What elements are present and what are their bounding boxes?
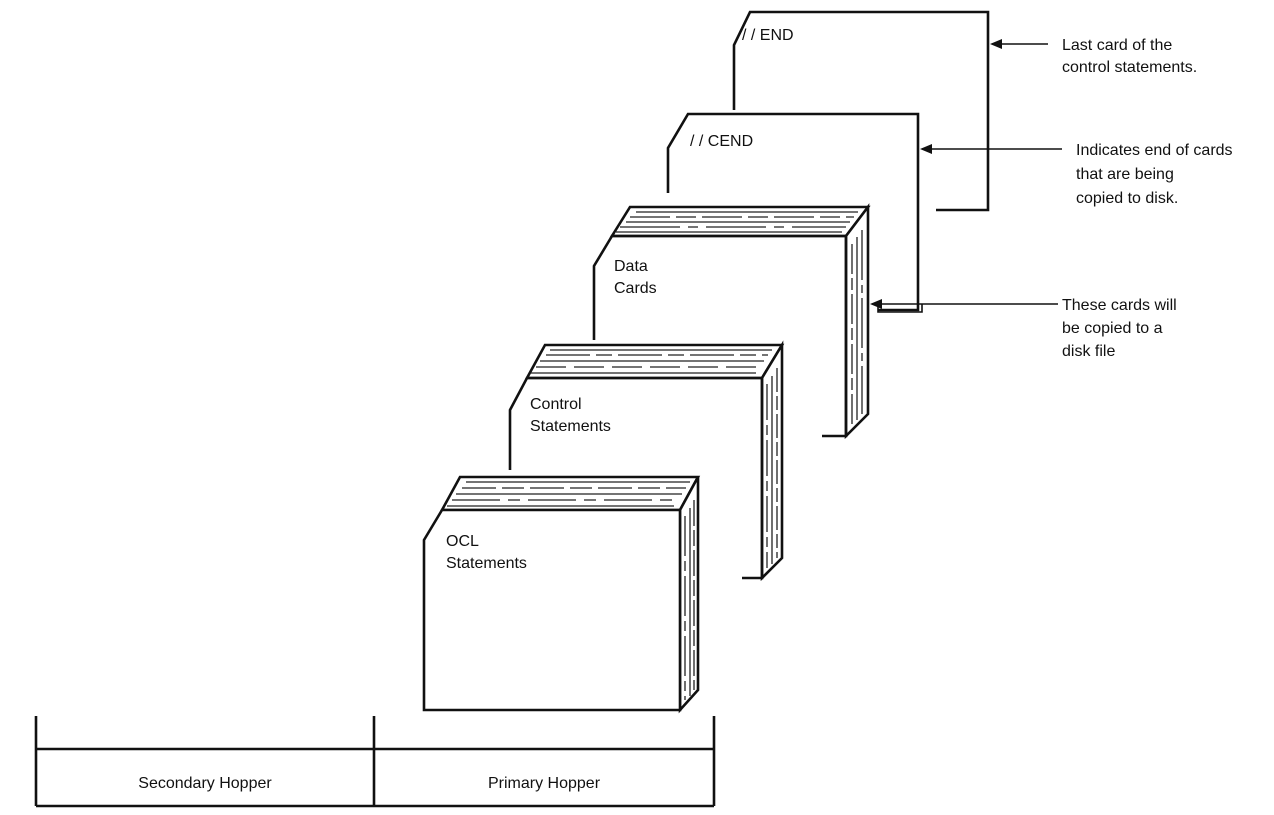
copied-cards-text-line3: disk file: [1062, 343, 1115, 360]
ocl-deck-label-line2: Statements: [446, 555, 527, 572]
ocl-deck-side-lines: [684, 500, 695, 700]
control-statements-deck: Control Statements: [508, 340, 785, 582]
copied-cards-bracket: [877, 304, 923, 313]
end-of-cards-text-line1: Indicates end of cards: [1076, 142, 1233, 159]
cend-card: / / CEND: [666, 112, 920, 312]
data-deck-label-line1: Data: [614, 258, 648, 275]
end-card-label: / / END: [742, 27, 794, 44]
last-card-text-line2: control statements.: [1062, 59, 1197, 76]
callout-copied-cards: These cards will be copied to a disk fil…: [1062, 297, 1177, 360]
control-deck-side-lines: [766, 368, 778, 568]
end-card: / / END: [732, 10, 990, 212]
cend-card-label: / / CEND: [690, 133, 753, 150]
end-of-cards-text-line2: that are being: [1076, 166, 1174, 183]
control-deck-label-line2: Statements: [530, 418, 611, 435]
control-deck-label-line1: Control: [530, 396, 582, 413]
callout-end-of-cards: Indicates end of cards that are being co…: [1076, 142, 1233, 207]
last-card-text-line1: Last card of the: [1062, 37, 1172, 54]
secondary-hopper-label: Secondary Hopper: [138, 775, 272, 792]
ocl-deck-top-lines: [447, 481, 690, 507]
callout-arrows: [870, 39, 1062, 313]
control-deck-top-lines: [531, 349, 772, 374]
end-of-cards-text-line3: copied to disk.: [1076, 190, 1178, 207]
data-deck-top-lines: [616, 211, 858, 233]
data-cards-deck: Data Cards: [592, 203, 871, 440]
primary-hopper-label: Primary Hopper: [488, 775, 601, 792]
data-deck-label-line2: Cards: [614, 280, 657, 297]
copied-cards-text-line2: be copied to a: [1062, 320, 1163, 337]
copied-cards-text-line1: These cards will: [1062, 297, 1177, 314]
data-deck-side-lines: [851, 230, 863, 425]
ocl-statements-deck: OCL Statements: [422, 475, 701, 714]
ocl-deck-label-line1: OCL: [446, 533, 479, 550]
hopper-frame: [34, 716, 716, 808]
callout-last-card: Last card of the control statements.: [1062, 37, 1197, 76]
